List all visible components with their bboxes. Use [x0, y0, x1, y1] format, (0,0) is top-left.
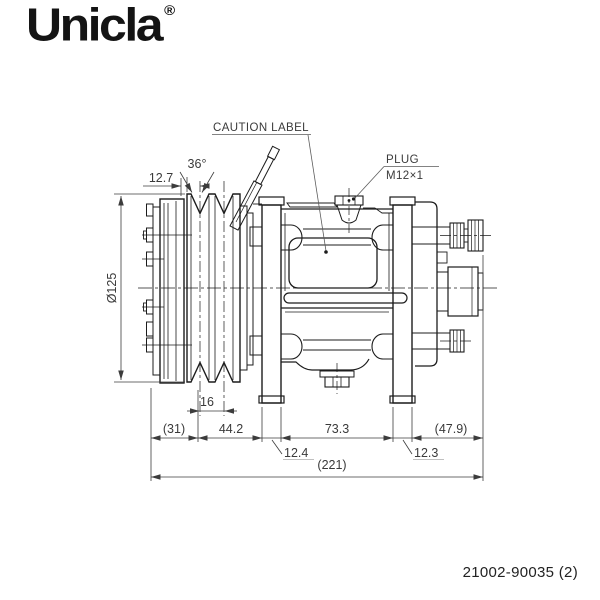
dim-groove-angle: 36°: [188, 157, 207, 171]
dim-groove-pitch: 16: [200, 395, 214, 409]
dim-pulley-diameter: Ø125: [105, 273, 119, 304]
clutch-armature: [142, 198, 192, 384]
bottom-plug: [319, 363, 355, 394]
body-seam-slot: [283, 292, 408, 304]
logo-text: Unicla: [26, 0, 164, 51]
dim-seg-front: 44.2: [219, 422, 243, 436]
dim-front-plate-width: 12.4: [284, 446, 308, 460]
unicla-logo: Unicla®: [26, 2, 175, 48]
plug-hex-center-dot: [347, 199, 351, 202]
discharge-port: [437, 266, 484, 317]
caution-label-text: CAUTION LABEL: [213, 122, 309, 134]
rear-mounting-plate: [371, 196, 416, 404]
plug-leader-dot: [351, 197, 356, 201]
coil-housing: [240, 203, 263, 371]
rear-head: [412, 201, 492, 367]
plug-spec-text: M12×1: [386, 170, 423, 182]
suction-fitting: [412, 219, 492, 252]
pulley: [186, 181, 241, 416]
registered-trademark-icon: ®: [164, 2, 176, 19]
label-leaders: [212, 134, 439, 252]
top-plug: [334, 188, 364, 233]
dimension-lines: [114, 171, 484, 481]
dim-seg-rear: (47.9): [435, 422, 468, 436]
cylinder-body: [281, 202, 408, 371]
annotation-text: CAUTION LABEL PLUG M12×1 36° 12.7 Ø125 1…: [105, 122, 467, 472]
dim-overall-length: (221): [317, 458, 346, 472]
dim-belt-offset: 12.7: [149, 171, 173, 185]
clutch-lead-wire: [229, 145, 281, 231]
drawing-number: 21002-90035 (2): [462, 564, 578, 581]
dim-rear-plate-width: 12.3: [414, 446, 438, 460]
front-mounting-plate: [258, 196, 303, 404]
caution-leader-dot: [324, 250, 328, 254]
plug-label-text: PLUG: [386, 154, 419, 166]
lower-fitting: [412, 329, 471, 353]
dim-seg-clutch: (31): [163, 422, 185, 436]
compressor-outline: [138, 145, 497, 416]
dim-seg-body: 73.3: [325, 422, 349, 436]
